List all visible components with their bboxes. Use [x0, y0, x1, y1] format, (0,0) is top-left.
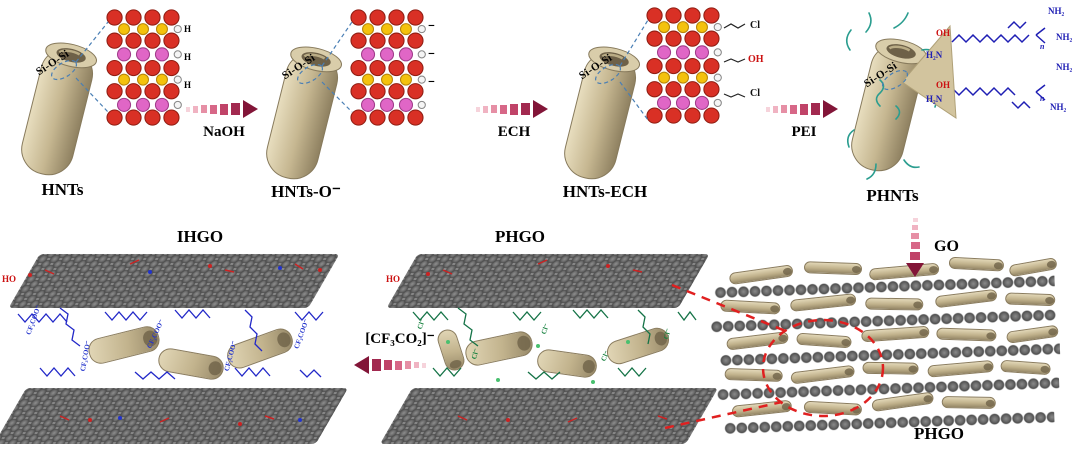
ech-arrow-icon [476, 100, 548, 118]
phgo-stack-structure [709, 252, 1080, 449]
go-arrow-icon [906, 218, 924, 277]
pei-amine-label: H₂N [926, 50, 943, 60]
stack-nanotube [865, 297, 924, 311]
ech-group-label-cl: Cl [750, 20, 760, 31]
step-label-hnts: HNTs [41, 180, 84, 199]
naoh-arrow-icon [186, 100, 258, 118]
arrowhead-right-icon [533, 100, 548, 118]
stack-nanotube [720, 299, 781, 315]
stack-nanotube [790, 364, 856, 385]
step-label-hnts-o: HNTs-O⁻ [271, 182, 341, 201]
anion-exchange-arrow-icon [354, 356, 426, 374]
ihgo-title: IHGO [176, 227, 224, 246]
crystal-minus-label: ⁻ [428, 76, 435, 91]
phgo-nanotube [603, 324, 673, 368]
phgo-cl-microlabel: Cl⁻ [539, 322, 551, 336]
pei-n-subscript: n [1040, 42, 1045, 51]
si-o-si-label: Si-O-Si [280, 51, 318, 83]
pei-amine-label: NH₂ [1056, 32, 1073, 42]
si-o-si-label: Si-O-Si [34, 47, 72, 79]
stack-nanotube [803, 261, 863, 276]
stack-nanotube [731, 399, 793, 418]
pei-amine-label: H₂N [926, 94, 943, 104]
stack-nanotube [1005, 292, 1056, 307]
stack-nanotube [1000, 359, 1051, 376]
phgo-right-title: PHGO [913, 424, 965, 443]
arrowhead-down-icon [906, 263, 924, 277]
crystal-h-label: H [184, 80, 192, 90]
hnts-ech-crystal-structure [644, 6, 722, 124]
phgo-nanotube [535, 347, 599, 380]
go-arrow-label: GO [934, 238, 959, 255]
phnts-cutaway-wedge [901, 24, 957, 119]
stack-nanotube [862, 361, 919, 375]
pei-amine-label: NH₂ [1050, 102, 1067, 112]
ihgo-top-graphene-sheet [8, 254, 340, 308]
hnts-o-crystal-structure [348, 8, 426, 126]
phgo-bottom-graphene-sheet [379, 388, 719, 444]
phnts-tube-illustration [840, 14, 940, 179]
ech-group-label-oh: OH [748, 54, 764, 65]
stack-nanotube [936, 327, 997, 342]
step-label-hnts-ech: HNTs-ECH [562, 182, 648, 201]
ihgo-anion-microlabel: CF₃COO⁻ [292, 318, 311, 350]
ihgo-anion-microlabel: CF₃COO⁻ [24, 304, 43, 336]
stack-nanotube [941, 396, 996, 409]
pei-amine-label: NH₂ [1056, 62, 1073, 72]
pei-oh-label: OH [936, 80, 951, 90]
arrowhead-right-icon [243, 100, 258, 118]
ech-group-label-cl: Cl [750, 88, 760, 99]
pei-arrow-label: PEI [791, 124, 817, 140]
phgo-top-graphene-sheet [386, 254, 710, 308]
stack-nanotube [934, 288, 998, 309]
pei-arrow-icon [766, 100, 838, 118]
crystal-h-label: H [184, 52, 192, 62]
crystal-h-label: H [184, 24, 192, 34]
hnts-o-tube-illustration [255, 22, 355, 187]
hnts-tube-illustration [10, 18, 110, 183]
stack-graphene-row [724, 410, 1055, 436]
stack-nanotube [948, 256, 1005, 272]
hnts-crystal-structure [104, 8, 182, 126]
phgo-edge-ho-label: HO [386, 274, 401, 284]
ihgo-nanotube [156, 346, 226, 382]
step-label-phnts: PHNTs [866, 186, 919, 205]
stack-nanotube [803, 400, 863, 416]
naoh-arrow-label: NaOH [203, 124, 245, 140]
crystal-minus-label: ⁻ [428, 48, 435, 63]
stack-nanotube [724, 367, 783, 382]
arrowhead-left-icon [354, 356, 369, 374]
pei-oh-label: OH [936, 28, 951, 38]
ech-arrow-label: ECH [497, 124, 531, 140]
pei-amine-label: NH₂ [1048, 6, 1065, 16]
arrowhead-right-icon [823, 100, 838, 118]
stack-nanotube [725, 331, 789, 351]
anion-exchange-label: [CF₃CO₂]⁻ [365, 331, 435, 347]
pei-n-subscript: n [1040, 94, 1045, 103]
crystal-minus-label: ⁻ [428, 20, 435, 35]
phgo-mid-title: PHGO [494, 227, 546, 246]
stack-nanotube [796, 332, 852, 349]
stack-nanotube [1005, 324, 1060, 344]
ihgo-edge-ho-label: HO [2, 274, 17, 284]
si-o-si-label: Si-O-Si [862, 59, 900, 91]
stack-nanotube [927, 359, 994, 378]
si-o-si-label: Si-O-Si [577, 51, 615, 83]
stack-nanotube [861, 325, 930, 343]
phgo-cl-microlabel: Cl⁻ [662, 327, 673, 341]
hnts-ech-tube-illustration [553, 22, 653, 187]
ihgo-bottom-graphene-sheet [0, 388, 349, 444]
stack-nanotube [728, 264, 794, 286]
